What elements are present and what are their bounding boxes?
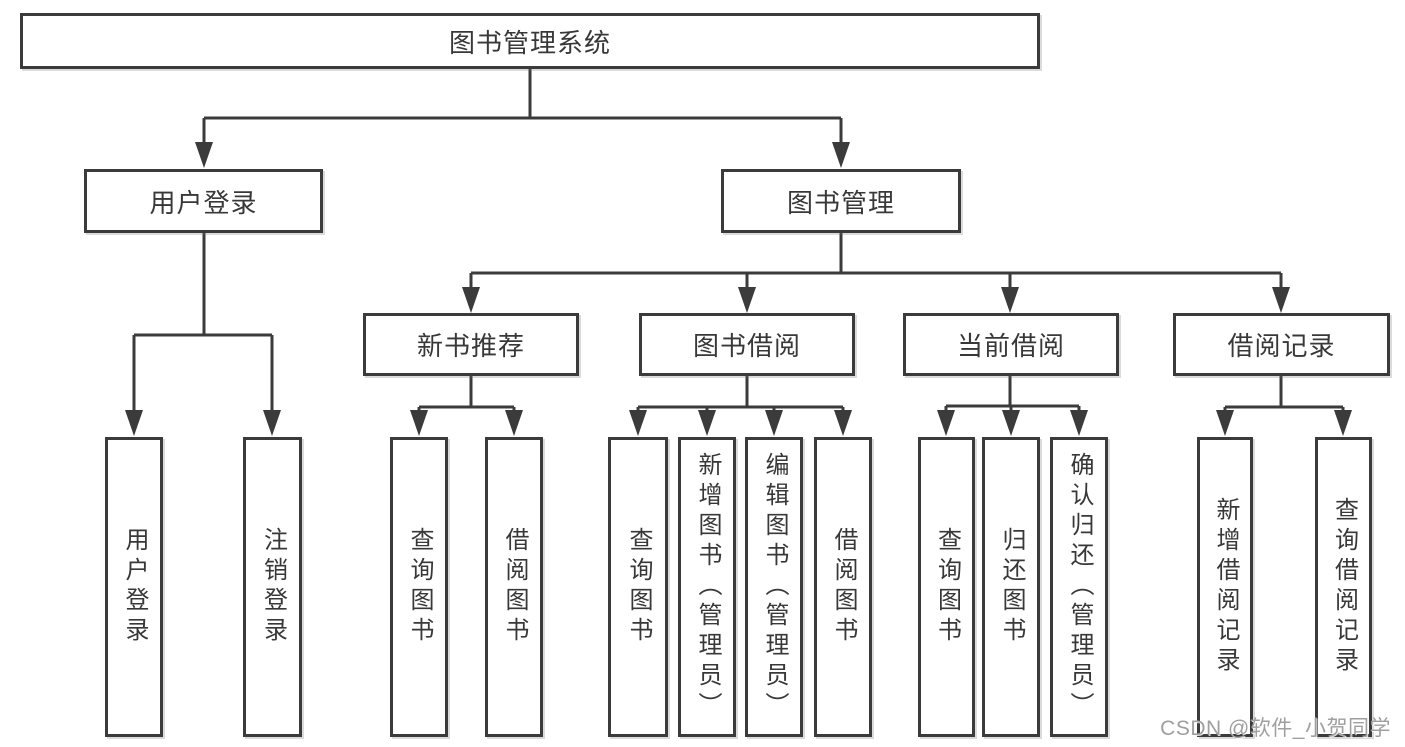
node-user-login: 用户登录 (84, 169, 323, 233)
leaf-borrow-books-borrowing: 借阅图书 (814, 437, 872, 737)
leaf-edit-book-admin: 编辑图书（管理员） (745, 437, 803, 737)
node-book-borrowing: 图书借阅 (639, 313, 855, 376)
node-current-borrowing: 当前借阅 (903, 313, 1119, 376)
node-borrowing-records: 借阅记录 (1173, 313, 1390, 376)
leaf-query-books-borrowing: 查询图书 (608, 437, 668, 737)
node-library-management-system: 图书管理系统 (20, 13, 1040, 69)
leaf-return-books: 归还图书 (982, 437, 1040, 737)
watermark: CSDN @软件_小贺同学 (1160, 717, 1391, 740)
leaf-borrow-books-recommend: 借阅图书 (485, 437, 543, 737)
node-new-book-recommendation: 新书推荐 (363, 313, 579, 376)
leaf-query-borrow-record: 查询借阅记录 (1315, 437, 1372, 737)
leaf-confirm-return-admin: 确认归还（管理员） (1050, 437, 1108, 737)
leaf-query-books-recommend: 查询图书 (390, 437, 448, 737)
leaf-logout: 注销登录 (243, 437, 302, 737)
leaf-add-book-admin: 新增图书（管理员） (678, 437, 736, 737)
leaf-user-login: 用户登录 (105, 437, 163, 737)
leaf-query-books-current: 查询图书 (918, 437, 975, 737)
node-book-management: 图书管理 (721, 169, 961, 233)
leaf-add-borrow-record: 新增借阅记录 (1197, 437, 1253, 737)
